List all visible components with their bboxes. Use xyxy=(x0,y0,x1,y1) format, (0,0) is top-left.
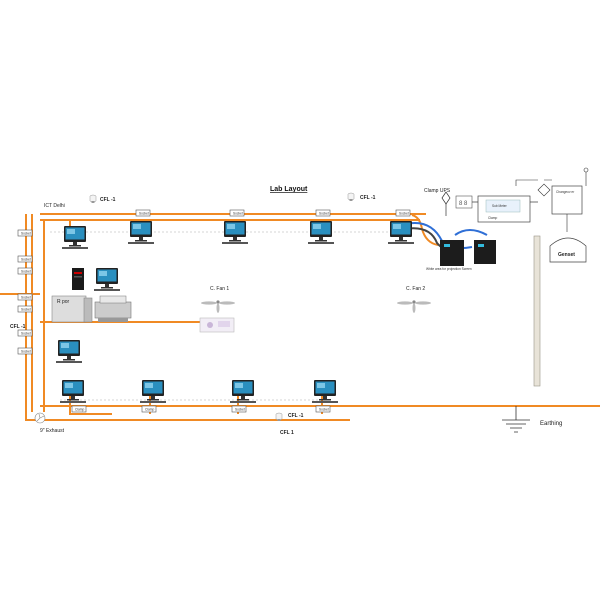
clamp-label: Clamp xyxy=(488,216,497,220)
exhaust-fan-icon xyxy=(34,412,46,424)
sub-meter-label: Sub Meter xyxy=(492,204,508,208)
socket-label: Socket xyxy=(319,408,329,412)
socket-label: Socket xyxy=(21,350,31,354)
changeover-label: Changeov er xyxy=(556,190,575,194)
socket-label: Socket xyxy=(235,408,245,412)
monitor-icon xyxy=(308,221,334,244)
cfl-label: CFL -1 xyxy=(100,197,116,203)
monitor-icon xyxy=(140,380,166,403)
changeover-box: Changeov er xyxy=(515,167,589,232)
ceiling-fan-icon xyxy=(201,300,235,313)
monitor-icon xyxy=(230,380,256,403)
fan2-label: C. Fan 2 xyxy=(406,286,425,292)
genset-icon: Genset xyxy=(549,237,587,263)
dashed-lines xyxy=(50,231,400,401)
socket-label: Socket xyxy=(21,332,31,336)
fan1-label: C. Fan 1 xyxy=(210,286,229,292)
bottom-sockets: Clamp Clamp Socket Socket xyxy=(71,405,331,413)
socket-label: Socket xyxy=(139,212,149,216)
socket-label: Socket xyxy=(21,232,31,236)
monitor-icon xyxy=(62,226,88,249)
monitor-icon xyxy=(60,380,86,403)
monitor-icon xyxy=(388,221,414,244)
exhaust-label: 9" Exhaust xyxy=(40,428,65,434)
projector-icon xyxy=(199,317,235,333)
white-area-label: White area for projection Screen xyxy=(426,267,472,271)
socket-label: Clamp xyxy=(145,408,154,412)
socket-label: Clamp xyxy=(75,408,84,412)
printer-icon xyxy=(94,295,132,322)
svg-text:8 8: 8 8 xyxy=(459,201,468,207)
ict-delhi-label: ICT Delhi xyxy=(44,203,65,209)
genset-label: Genset xyxy=(558,252,575,258)
socket-label: Socket xyxy=(21,270,31,274)
cpu-tower-icon xyxy=(72,268,84,290)
server-icon: R por xyxy=(51,295,93,323)
clamp-ups-label: Clamp UPS xyxy=(424,188,451,194)
clamp-meter-icon: 8 8 xyxy=(441,191,473,216)
top-sockets: Socket Socket Socket Socket xyxy=(135,209,411,217)
socket-label: Socket xyxy=(399,212,409,216)
cfl-label: CFL -1 xyxy=(360,195,376,201)
ceiling-fan-icon xyxy=(397,300,431,313)
projection-screen xyxy=(533,235,541,387)
socket-label: Socket xyxy=(21,296,31,300)
monitor-icon xyxy=(128,221,154,244)
page-title: Lab Layout xyxy=(270,186,308,193)
cfl-label: CFL 1 xyxy=(280,430,294,436)
left-sockets: Socket Socket Socket Socket Socket Socke… xyxy=(17,229,33,355)
socket-label: Socket xyxy=(233,212,243,216)
socket-label: Socket xyxy=(319,212,329,216)
cfl-bulb-icon xyxy=(89,194,97,204)
cfl-label: CFL -1 xyxy=(10,324,26,330)
ups-icon xyxy=(440,240,496,266)
monitor-icon xyxy=(312,380,338,403)
monitor-icon xyxy=(56,340,82,363)
cfl-bulb-icon xyxy=(347,192,355,202)
socket-label: Socket xyxy=(21,308,31,312)
earthing-label: Earthing xyxy=(540,421,562,427)
monitor-icon xyxy=(94,268,120,291)
monitor-icon xyxy=(222,221,248,244)
server-label: R por xyxy=(57,299,70,305)
cfl-label: CFL -1 xyxy=(288,413,304,419)
earthing-icon xyxy=(502,406,530,433)
sub-meter-box: Sub Meter Clamp xyxy=(477,195,531,223)
socket-label: Socket xyxy=(21,258,31,262)
